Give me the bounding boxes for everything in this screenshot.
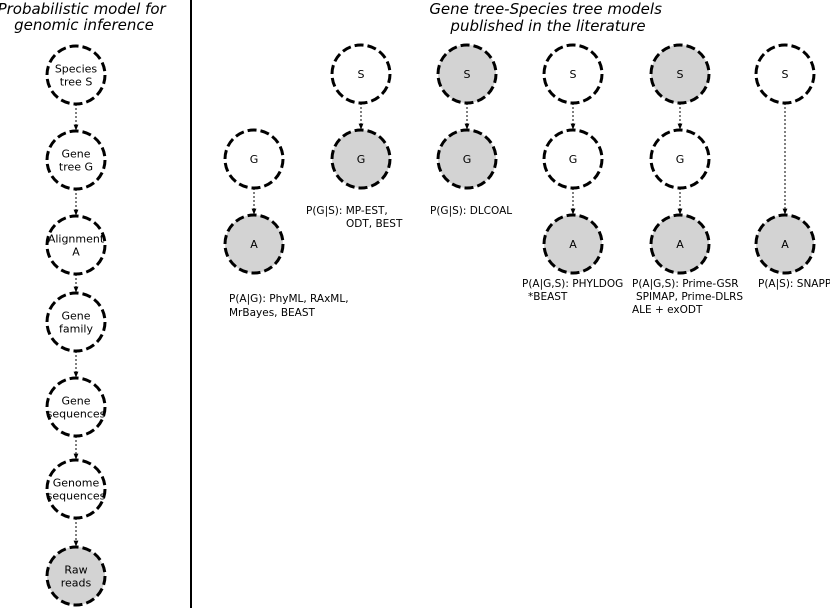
model-node-s: S [542, 43, 604, 105]
raw-reads-node-label: reads [61, 577, 92, 590]
gene-family-node-label: family [59, 323, 93, 336]
model-node-g: G [649, 128, 711, 190]
genome-sequences-node-label: sequences [47, 490, 106, 503]
model-node-g-label: G [463, 153, 472, 166]
model-node-a: A [649, 213, 711, 275]
genome-sequences-node-label: Genome [53, 477, 100, 490]
model-node-s: S [330, 43, 392, 105]
raw-reads-node-label: Raw [64, 564, 87, 577]
model-node-a: A [754, 213, 816, 275]
model-caption-line: P(A|S): SNAPP [758, 278, 830, 290]
model-caption-line: ALE + exODT [632, 304, 703, 316]
model-node-a-circle [649, 213, 711, 275]
model-node-s-label: S [464, 68, 471, 81]
model-node-a-circle [754, 213, 816, 275]
model-node-a: A [542, 213, 604, 275]
model-node-s-label: S [570, 68, 577, 81]
model-node-g-circle [330, 128, 392, 190]
model-caption-line: *BEAST [528, 291, 568, 303]
model-node-s: S [436, 43, 498, 105]
model-node-g-label: G [357, 153, 366, 166]
model-caption-line: SPIMAP, Prime-DLRS [636, 291, 743, 303]
model-caption-line: P(G|S): DLCOAL [430, 205, 512, 217]
model-node-s: S [754, 43, 816, 105]
model-caption-line: MrBayes, BEAST [229, 307, 316, 319]
model-p-g-s: S G P(G|S): MP-EST,ODT, BEST [306, 43, 403, 230]
model-node-s: S [649, 43, 711, 105]
model-caption-line: P(A|G,S): PHYLDOG [522, 278, 623, 290]
model-p-a-g: G A P(A|G): PhyML, RAxML, MrBayes, BEAST [223, 128, 349, 319]
model-node-s-label: S [677, 68, 684, 81]
model-node-g: G [330, 128, 392, 190]
model-caption-line: P(G|S): MP-EST, [306, 205, 388, 217]
right-panel-title: Gene tree-Species tree models published … [429, 0, 666, 35]
species-tree-node-label: Species [55, 63, 98, 76]
left-panel-title-line-2: genomic inference [14, 16, 154, 34]
raw-reads-node-circle [45, 545, 107, 607]
model-node-g-label: G [250, 153, 259, 166]
model-node-g-label: G [569, 153, 578, 166]
model-node-s-label: S [358, 68, 365, 81]
alignment-node-label: A [72, 246, 80, 259]
right-panel-title-line-1: Gene tree-Species tree models [429, 0, 662, 18]
gene-sequences-node-label: sequences [47, 408, 106, 421]
model-node-a-label: A [676, 238, 684, 251]
model-node-a-circle [542, 213, 604, 275]
model-p-g-s-dlcoal: S G P(G|S): DLCOAL [430, 43, 512, 217]
model-p-a-g-s-phyldog: S G A P(A|G,S): PHYLDOG*BEAST [522, 43, 623, 303]
model-node-a-circle [223, 213, 285, 275]
gene-tree-node-label: tree G [59, 161, 93, 174]
right-panel-title-line-2: published in the literature [449, 17, 645, 35]
species-tree-node-label: tree S [60, 76, 93, 89]
model-node-g-label: G [676, 153, 685, 166]
model-node-a-label: A [781, 238, 789, 251]
model-caption-line: P(A|G): PhyML, RAxML, [229, 293, 349, 305]
model-node-a-label: A [569, 238, 577, 251]
gene-family-node-label: Gene [61, 310, 90, 323]
left-panel-title: Probabilistic model for genomic inferenc… [0, 0, 170, 34]
model-node-a-label: A [250, 238, 258, 251]
left-panel-title-line-1: Probabilistic model for [0, 0, 166, 18]
model-node-g: G [436, 128, 498, 190]
model-caption-line: ODT, BEST [346, 218, 403, 230]
model-node-g: G [542, 128, 604, 190]
alignment-node-label: Alignment [48, 233, 105, 246]
model-node-g-circle [436, 128, 498, 190]
gene-tree-node-label: Gene [61, 148, 90, 161]
gene-sequences-node-label: Gene [61, 395, 90, 408]
model-node-g: G [223, 128, 285, 190]
model-node-a: A [223, 213, 285, 275]
model-p-a-s: S A P(A|S): SNAPP [754, 43, 830, 290]
model-caption-line: P(A|G,S): Prime-GSR [632, 278, 739, 290]
literature-models: G A P(A|G): PhyML, RAxML, MrBayes, BEAST S G P… [223, 43, 830, 319]
model-node-s-label: S [782, 68, 789, 81]
